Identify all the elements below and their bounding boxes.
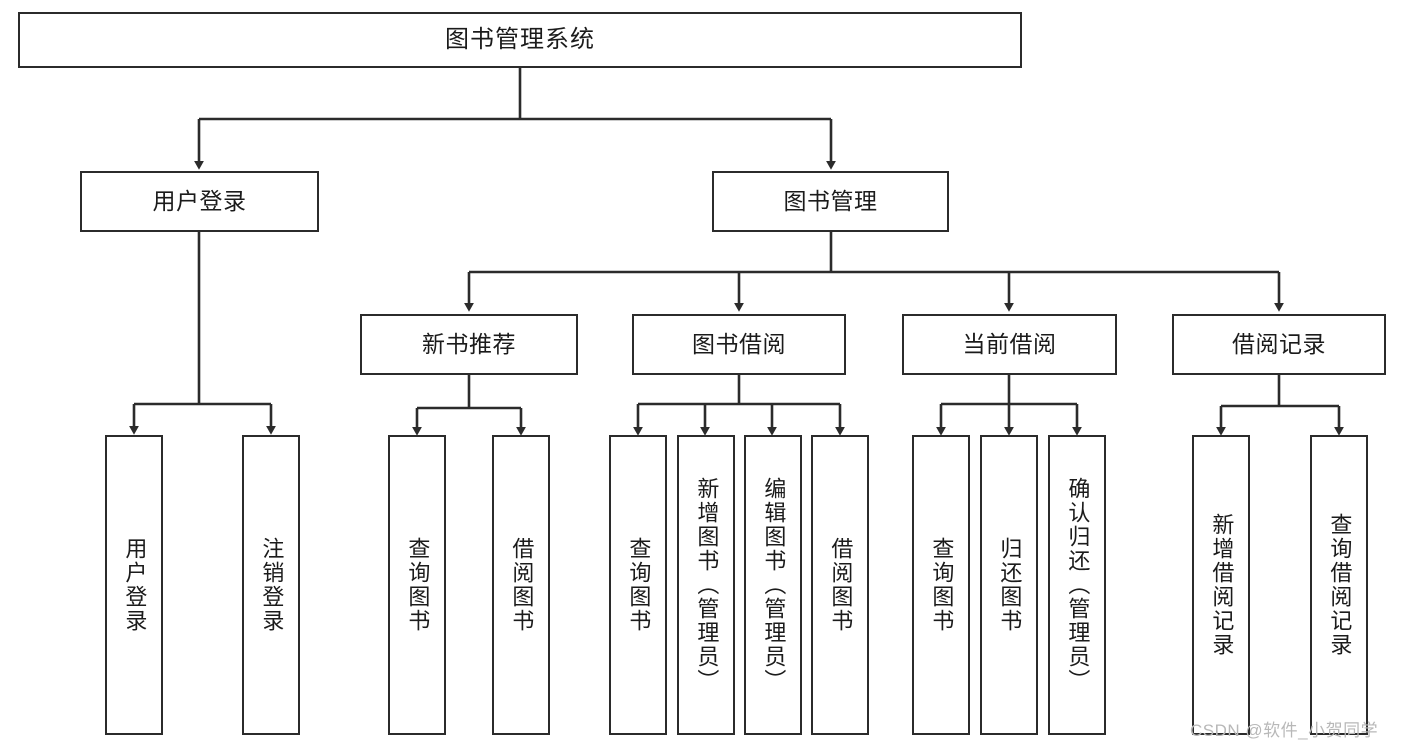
- node-label: 图书管理系统: [445, 25, 595, 53]
- node-label: 借阅图书: [509, 537, 535, 633]
- node-leaf-add-book[interactable]: 新增图书（管理员）: [677, 435, 735, 735]
- node-user-login[interactable]: 用户登录: [80, 171, 319, 232]
- node-leaf-query-record[interactable]: 查询借阅记录: [1310, 435, 1368, 735]
- node-leaf-query-book-2[interactable]: 查询图书: [609, 435, 667, 735]
- node-label: 当前借阅: [962, 330, 1057, 357]
- node-borrow-record[interactable]: 借阅记录: [1172, 314, 1386, 375]
- node-label: 借阅记录: [1232, 330, 1326, 357]
- node-book-borrow[interactable]: 图书借阅: [632, 314, 846, 375]
- node-leaf-add-record[interactable]: 新增借阅记录: [1192, 435, 1250, 735]
- node-leaf-user-login[interactable]: 用户登录: [105, 435, 163, 735]
- node-label: 归还图书: [997, 537, 1023, 633]
- node-label: 编辑图书（管理员）: [761, 477, 787, 693]
- node-leaf-query-book-1[interactable]: 查询图书: [388, 435, 446, 735]
- node-leaf-logout[interactable]: 注销登录: [242, 435, 300, 735]
- node-label: 用户登录: [122, 537, 148, 633]
- node-label: 借阅图书: [828, 537, 854, 633]
- node-current-borrow[interactable]: 当前借阅: [902, 314, 1117, 375]
- node-book-management[interactable]: 图书管理: [712, 171, 949, 232]
- node-label: 查询图书: [929, 537, 955, 633]
- node-label: 注销登录: [259, 537, 285, 633]
- node-label: 查询借阅记录: [1327, 513, 1353, 657]
- node-label: 新增借阅记录: [1209, 513, 1235, 657]
- node-label: 图书借阅: [692, 330, 786, 357]
- node-label: 用户登录: [152, 187, 247, 214]
- node-leaf-query-book-3[interactable]: 查询图书: [912, 435, 970, 735]
- node-label: 查询图书: [626, 537, 652, 633]
- node-label: 查询图书: [405, 537, 431, 633]
- node-leaf-borrow-book-2[interactable]: 借阅图书: [811, 435, 869, 735]
- node-leaf-confirm-return[interactable]: 确认归还（管理员）: [1048, 435, 1106, 735]
- node-book-management-system[interactable]: 图书管理系统: [18, 12, 1022, 68]
- node-label: 新增图书（管理员）: [694, 477, 720, 693]
- node-label: 确认归还（管理员）: [1065, 477, 1091, 693]
- node-label: 图书管理: [783, 187, 878, 214]
- node-leaf-return-book[interactable]: 归还图书: [980, 435, 1038, 735]
- node-label: 新书推荐: [422, 330, 516, 357]
- node-leaf-borrow-book-1[interactable]: 借阅图书: [492, 435, 550, 735]
- node-new-book-recommend[interactable]: 新书推荐: [360, 314, 578, 375]
- node-leaf-edit-book[interactable]: 编辑图书（管理员）: [744, 435, 802, 735]
